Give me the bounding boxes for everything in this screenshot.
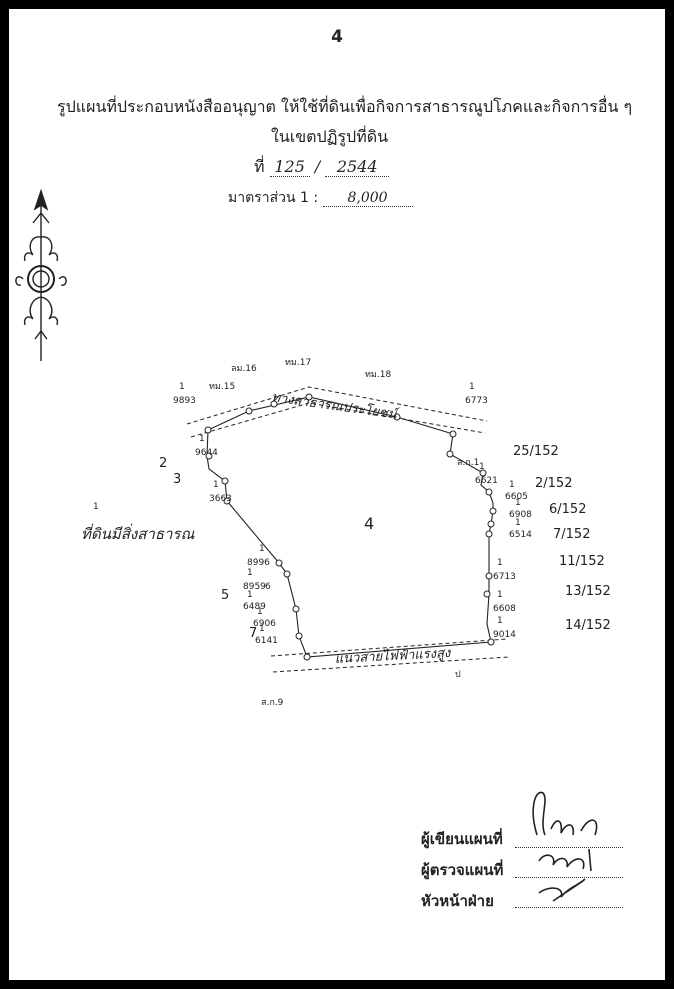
parcel-numbers-left: 2 3 5 7: [159, 456, 257, 641]
document-subtitle: ในเขตปฏิรูปที่ดิน: [271, 127, 389, 146]
svg-text:1: 1: [259, 544, 265, 554]
scale-value: 8,000: [322, 190, 413, 207]
marker-tm15: ทม.15: [209, 382, 235, 392]
svg-text:1: 1: [247, 590, 253, 600]
signature-drawer: [532, 791, 598, 836]
svg-text:6773: 6773: [465, 396, 488, 406]
svg-text:1: 1: [469, 382, 475, 392]
signature-checker: [538, 848, 592, 872]
permit-label: ที่: [254, 157, 265, 176]
svg-text:1: 1: [515, 498, 521, 508]
svg-text:6514: 6514: [509, 530, 532, 540]
area-label: 4: [364, 514, 374, 533]
svg-text:1: 1: [497, 558, 503, 568]
survey-points: [204, 393, 497, 661]
svg-text:6489: 6489: [243, 602, 266, 612]
svg-text:1: 1: [213, 480, 219, 490]
svg-text:6608: 6608: [493, 604, 516, 614]
svg-text:1: 1: [199, 434, 205, 444]
head-line: [515, 906, 623, 908]
svg-text:8959: 8959: [243, 582, 266, 592]
north-arrow-icon: [15, 188, 67, 361]
svg-text:9644: 9644: [195, 448, 218, 458]
drawer-label: ผู้เขียนแผนที่: [421, 830, 503, 848]
svg-text:6141: 6141: [255, 636, 278, 646]
svg-text:6713: 6713: [493, 572, 516, 582]
page-number: 4: [331, 27, 343, 47]
marker-sk1: ส.ก.1: [457, 458, 479, 468]
svg-text:9893: 9893: [173, 396, 196, 406]
svg-text:1: 1: [497, 616, 503, 626]
top-road: [186, 386, 488, 438]
bottom-road: [270, 638, 510, 673]
parcel-note-one: 1: [93, 502, 99, 512]
svg-text:2/152: 2/152: [535, 476, 572, 491]
svg-text:11/152: 11/152: [559, 554, 605, 569]
svg-text:25/152: 25/152: [513, 444, 559, 459]
permit-year: 2544: [325, 157, 390, 177]
marker-tm18: ทม.18: [365, 370, 391, 380]
bottom-road-label: แนวสายไฟฟ้าแรงสูง: [334, 645, 452, 667]
svg-text:6605: 6605: [505, 492, 528, 502]
parcel-boundary: [206, 396, 494, 658]
svg-text:6906: 6906: [253, 619, 276, 629]
svg-text:7: 7: [249, 626, 257, 641]
marker-tm17: ทม.17: [285, 358, 311, 368]
permit-number: ที่ 125 / 2544: [254, 155, 390, 180]
svg-text:5: 5: [221, 588, 229, 603]
svg-text:1: 1: [515, 518, 521, 528]
marker-lm16: ลม.16: [231, 364, 257, 374]
parcel-note: ที่ดินมีสิ่งสาธารณ: [81, 523, 195, 543]
svg-text:14/152: 14/152: [565, 618, 611, 633]
svg-text:3: 3: [173, 472, 181, 487]
svg-text:3663: 3663: [209, 494, 232, 504]
parcel-left-6: 6: [265, 582, 271, 592]
svg-text:1: 1: [259, 624, 265, 634]
parcel-numbers-right: 25/152 2/152 6/152 7/152 11/152 13/152 1…: [513, 444, 611, 633]
marker-sk9: ส.ก.9: [261, 698, 284, 708]
road-mark: ป: [455, 670, 461, 680]
checker-label: ผู้ตรวจแผนที่: [421, 861, 504, 879]
svg-text:6/152: 6/152: [549, 502, 586, 517]
svg-text:13/152: 13/152: [565, 584, 611, 599]
svg-text:8996: 8996: [247, 558, 270, 568]
land-map: ทางสาธารณประโยชน์ แนวสายไฟฟ้าแรงสูง ป 4 …: [15, 188, 611, 902]
signature-head: [538, 878, 586, 902]
svg-text:1: 1: [509, 480, 515, 490]
scale-label: มาตราส่วน 1 :: [228, 190, 319, 206]
svg-text:1: 1: [257, 607, 263, 617]
svg-text:6621: 6621: [475, 476, 498, 486]
svg-text:2: 2: [159, 456, 167, 471]
head-label: หัวหน้าฝ่าย: [421, 892, 494, 910]
svg-text:6908: 6908: [509, 510, 532, 520]
map-scale: มาตราส่วน 1 : 8,000: [228, 187, 413, 209]
svg-text:9014: 9014: [493, 630, 516, 640]
top-road-label: ทางสาธารณประโยชน์: [270, 389, 400, 423]
permit-sep: /: [314, 157, 321, 176]
svg-text:7/152: 7/152: [553, 527, 590, 542]
svg-text:1: 1: [497, 590, 503, 600]
svg-text:1: 1: [247, 568, 253, 578]
document-title: รูปแผนที่ประกอบหนังสืออนุญาต ให้ใช้ที่ดิ…: [57, 97, 633, 116]
drawer-line: [515, 846, 623, 848]
svg-text:1: 1: [179, 382, 185, 392]
permit-no: 125: [269, 157, 310, 177]
checker-line: [515, 876, 623, 878]
document-page: 4 รูปแผนที่ประกอบหนังสืออนุญาต ให้ใช้ที่…: [9, 9, 665, 980]
svg-text:1: 1: [479, 462, 485, 472]
